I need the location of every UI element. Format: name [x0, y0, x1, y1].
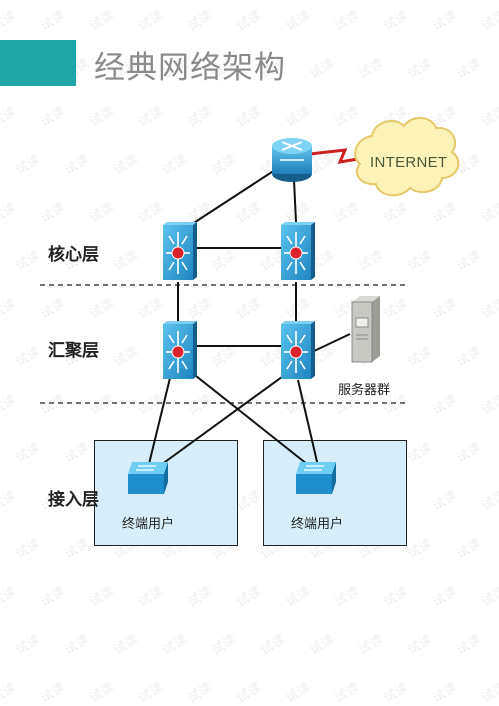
- link-dist-right-access-left: [153, 373, 287, 471]
- router-icon: [272, 138, 312, 182]
- core-switch-left-icon: [163, 221, 197, 281]
- link-dist-left-access-left: [147, 377, 171, 469]
- layer-label-distribution: 汇聚层: [48, 341, 99, 361]
- end-user-right-label: 终端用户: [291, 517, 344, 532]
- link-router-core-left: [185, 167, 279, 229]
- link-router-core-right: [293, 179, 297, 223]
- layer-label-core: 核心层: [48, 245, 99, 265]
- distribution-switch-right-icon: [281, 320, 315, 380]
- cloud-icon: [354, 117, 460, 197]
- core-switch-right-icon: [281, 221, 315, 281]
- title-accent-bar: [0, 40, 76, 86]
- access-zone-left: [94, 440, 238, 546]
- layer-label-access: 接入层: [48, 490, 99, 510]
- internet-label: INTERNET: [370, 154, 448, 171]
- distribution-switch-left-icon: [163, 320, 197, 380]
- links: [147, 167, 351, 471]
- link-dist-right-server: [311, 333, 351, 353]
- page-title: 经典网络架构: [94, 50, 286, 86]
- link-dist-left-access-right: [185, 367, 313, 469]
- file-server-icon: [351, 296, 380, 363]
- access-switch-right-icon: [296, 462, 336, 495]
- access-zone-right: [263, 440, 407, 546]
- access-switch-left-icon: [128, 462, 168, 495]
- link-dist-right-access-right: [297, 379, 319, 467]
- server-farm-label: 服务器群: [338, 383, 391, 398]
- end-user-left-label: 终端用户: [122, 517, 175, 532]
- wan-link: [309, 148, 365, 164]
